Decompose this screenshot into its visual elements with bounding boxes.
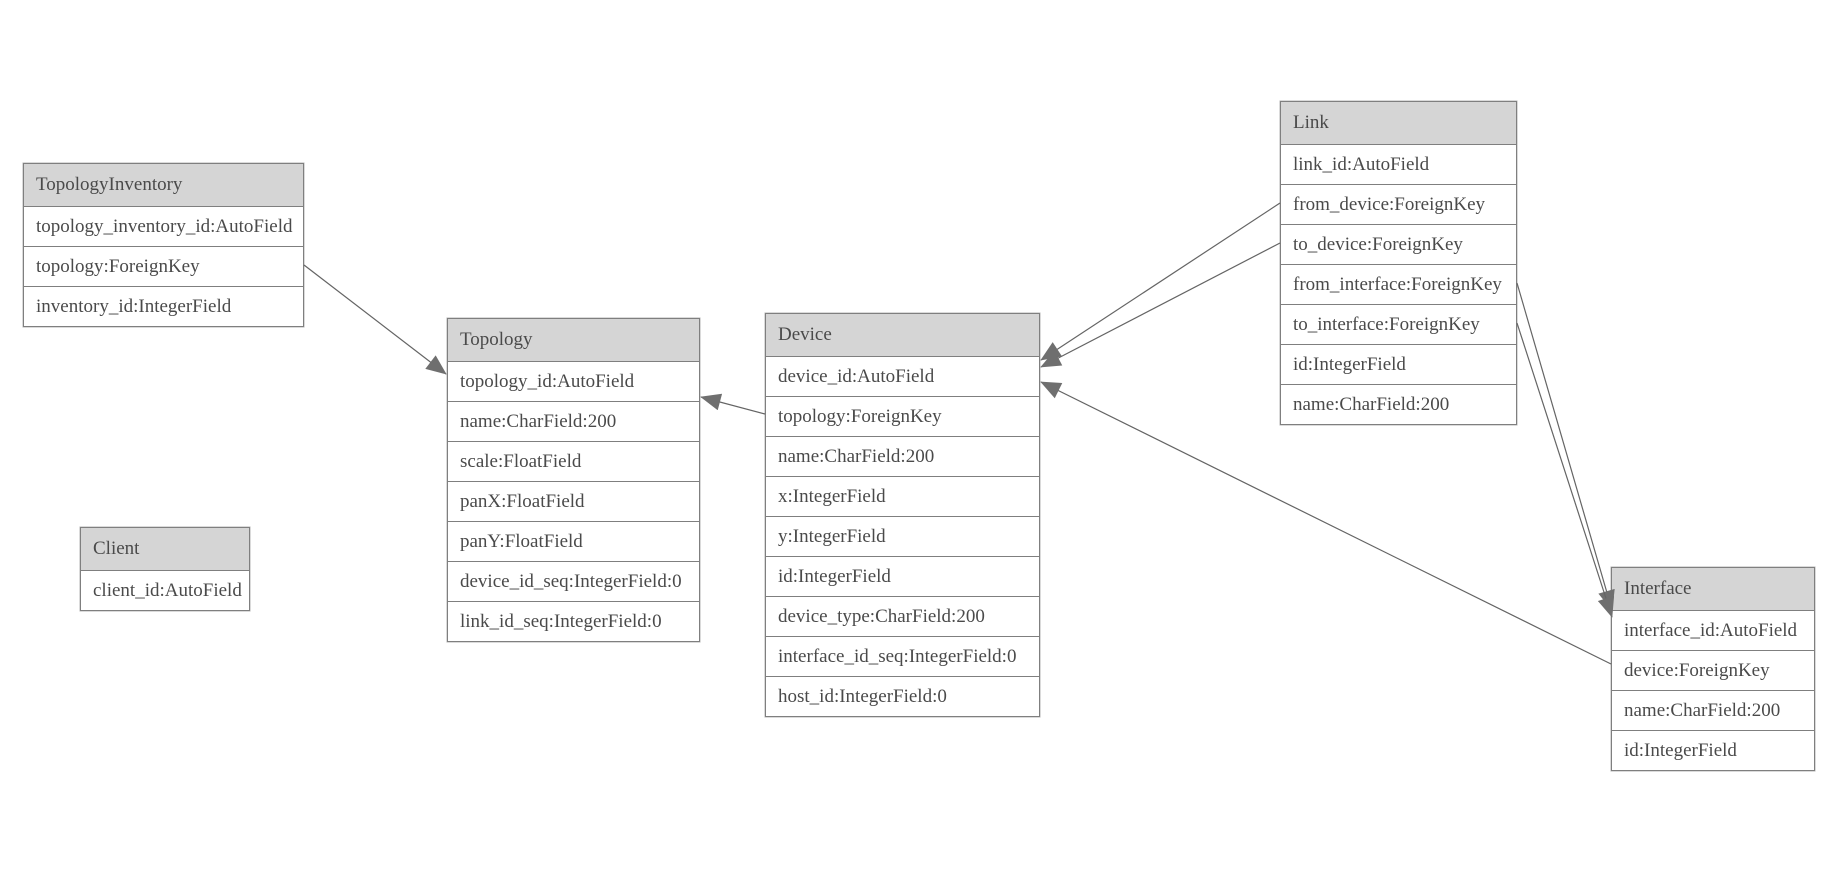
relationship-link-from_interface-to-interface-interface_id — [1516, 282, 1615, 611]
entity-field-row: from_interface:ForeignKey — [1281, 264, 1516, 304]
entity-title-client: Client — [81, 528, 249, 570]
entity-field-row: device_id:AutoField — [766, 356, 1039, 396]
entity-field-row: topology_inventory_id:AutoField — [24, 206, 303, 246]
entity-field-row: device:ForeignKey — [1612, 650, 1814, 690]
entity-field-row: to_device:ForeignKey — [1281, 224, 1516, 264]
entity-field-row: name:CharField:200 — [1612, 690, 1814, 730]
entity-field-row: name:CharField:200 — [448, 401, 699, 441]
relationship-link-to_interface-to-interface-interface_id — [1516, 322, 1615, 618]
entity-title-device: Device — [766, 314, 1039, 356]
entity-field-row: topology:ForeignKey — [766, 396, 1039, 436]
entity-field-row: y:IntegerField — [766, 516, 1039, 556]
entity-field-row: link_id_seq:IntegerField:0 — [448, 601, 699, 641]
relationship-link-from_device-to-device-device_id — [1040, 202, 1281, 361]
entity-field-row: device_id_seq:IntegerField:0 — [448, 561, 699, 601]
entity-title-link: Link — [1281, 102, 1516, 144]
entity-field-row: name:CharField:200 — [766, 436, 1039, 476]
entity-field-row: host_id:IntegerField:0 — [766, 676, 1039, 716]
entity-field-row: topology:ForeignKey — [24, 246, 303, 286]
relationship-link-to_device-to-device-device_id — [1040, 242, 1281, 368]
entity-field-row: interface_id_seq:IntegerField:0 — [766, 636, 1039, 676]
entity-field-row: x:IntegerField — [766, 476, 1039, 516]
entity-field-row: topology_id:AutoField — [448, 361, 699, 401]
entity-field-row: interface_id:AutoField — [1612, 610, 1814, 650]
entity-field-row: panY:FloatField — [448, 521, 699, 561]
entity-title-topology: Topology — [448, 319, 699, 361]
entity-title-interface: Interface — [1612, 568, 1814, 610]
relationship-topologyinventory-topology-to-topology-topology_id — [303, 264, 447, 375]
entity-field-row: panX:FloatField — [448, 481, 699, 521]
entity-field-row: device_type:CharField:200 — [766, 596, 1039, 636]
entity-field-row: id:IntegerField — [766, 556, 1039, 596]
entity-field-row: id:IntegerField — [1612, 730, 1814, 770]
entity-field-row: name:CharField:200 — [1281, 384, 1516, 424]
entity-field-row: scale:FloatField — [448, 441, 699, 481]
relationship-device-topology-to-topology-topology_id — [700, 393, 766, 415]
entity-field-row: client_id:AutoField — [81, 570, 249, 610]
entity-field-row: link_id:AutoField — [1281, 144, 1516, 184]
entity-field-row: from_device:ForeignKey — [1281, 184, 1516, 224]
entity-field-row: id:IntegerField — [1281, 344, 1516, 384]
entity-title-topologyinventory: TopologyInventory — [24, 164, 303, 206]
entity-field-row: inventory_id:IntegerField — [24, 286, 303, 326]
entity-field-row: to_interface:ForeignKey — [1281, 304, 1516, 344]
